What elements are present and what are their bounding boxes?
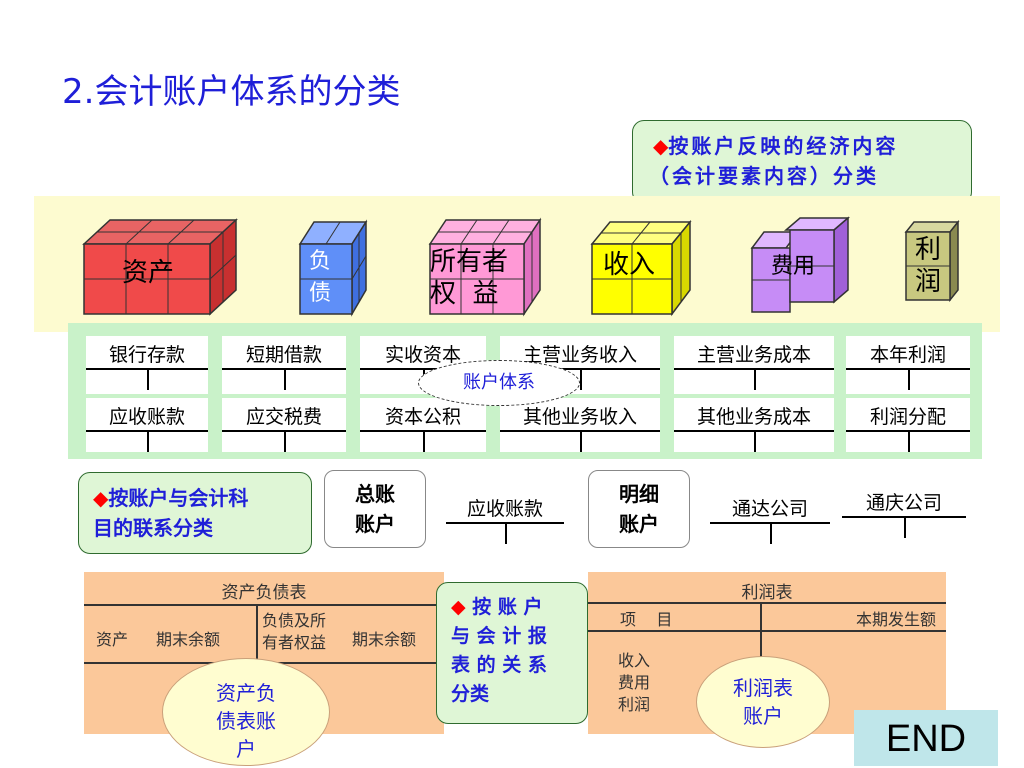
account-label: 利润分配	[869, 406, 946, 428]
account-label: 实收资本	[384, 344, 461, 366]
account-system-ellipse: 账户体系	[418, 360, 580, 406]
end-button[interactable]: END	[854, 710, 998, 766]
t-account-tongda: 通达公司	[710, 490, 830, 544]
liabilities-label-1: 负	[308, 249, 331, 274]
callout-line-4: 分类	[451, 683, 490, 705]
callout-line-1: 按账户反映的经济内容	[668, 134, 899, 158]
is-ellipse-line-1: 利润表	[733, 676, 793, 700]
revenue-label: 收入	[602, 250, 655, 280]
liabilities-label-2: 债	[308, 281, 331, 306]
balance-sheet-title: 资产负债表	[221, 583, 307, 603]
general-ledger-box: 总账 账户	[324, 470, 426, 548]
is-ellipse-line-2: 账户	[743, 704, 783, 728]
balance-sheet-accounts-ellipse: 资产负 债表账 户	[162, 658, 330, 766]
page-title: 2.会计账户体系的分类	[62, 72, 401, 112]
is-col-item: 项 目	[620, 610, 673, 629]
liabilities-label: 负 债	[300, 246, 340, 310]
equity-cube	[428, 217, 542, 317]
bs-ellipse-line-3: 户	[236, 737, 256, 761]
subsidiary-ledger-box: 明细 账户	[588, 470, 690, 548]
is-col-amount: 本期发生额	[855, 610, 936, 629]
income-statement-accounts-ellipse: 利润表 账户	[696, 656, 830, 748]
expense-label: 费用	[770, 254, 815, 279]
liabilities-cube	[298, 219, 368, 317]
accounting-elements-cubes	[82, 216, 960, 317]
callout-report-relation: ◆ 按 账 户 与 会 计 报 表 的 关 系 分类	[436, 582, 588, 724]
callout-economic-content: ◆按账户反映的经济内容 （会计要素内容）分类	[632, 120, 972, 204]
t-account: 利润分配	[846, 398, 970, 452]
general-ledger-line-1: 总账	[355, 482, 395, 506]
account-label: 其他业务成本	[696, 406, 811, 428]
t-account: 应收账款	[86, 398, 208, 452]
t-account: 短期借款	[222, 336, 346, 394]
account-label: 短期借款	[245, 344, 322, 366]
t-account: 资本公积	[360, 398, 486, 452]
general-ledger-line-2: 账户	[355, 512, 395, 536]
expense-cube	[750, 216, 851, 313]
account-label: 其他业务收入	[522, 406, 637, 428]
bs-ellipse-line-2: 债表账	[216, 709, 276, 733]
t-account: 主营业务成本	[674, 336, 834, 394]
income-statement: 利润表 项 目 本期发生额 收入 费用 利润	[588, 572, 946, 734]
bs-ellipse-line-1: 资产负	[216, 681, 276, 705]
callout-line-2: 目的联系分类	[93, 516, 213, 540]
bs-col-end-balance: 期末余额	[156, 630, 221, 649]
callout-line-2: 与 会 计 报	[451, 625, 547, 647]
profit-label-1: 利	[914, 235, 941, 265]
t-account-receivable: 应收账款	[446, 490, 564, 544]
callout-line-3: 表 的 关 系	[451, 654, 547, 676]
equity-label: 所有者 权 益	[430, 246, 524, 310]
bs-col-liab-equity: 负债及所 有者权益	[262, 610, 326, 654]
account-label: 应交税费	[245, 406, 322, 428]
bs-col-end-balance-2: 期末余额	[352, 630, 417, 649]
account-label: 本年利润	[869, 344, 946, 366]
t-account: 应交税费	[222, 398, 346, 452]
account-label: 银行存款	[108, 344, 185, 366]
t-account: 银行存款	[86, 336, 208, 394]
bs-col-assets: 资产	[96, 630, 129, 649]
account-label: 主营业务成本	[696, 344, 811, 366]
is-row-expense: 费用	[618, 673, 651, 692]
revenue-cube	[590, 219, 692, 317]
assets-cube	[82, 218, 238, 316]
assets-label: 资产	[121, 258, 174, 288]
account-label: 主营业务收入	[522, 344, 637, 366]
callout-line-1: 按账户与会计科	[108, 486, 249, 510]
diamond-icon: ◆	[93, 486, 109, 510]
is-row-revenue: 收入	[618, 651, 651, 670]
callout-line-2: （会计要素内容）分类	[649, 164, 879, 188]
equity-label-2: 权 益	[430, 279, 499, 309]
profit-cube	[904, 219, 960, 303]
callout-line-1: 按 账 户	[472, 596, 543, 618]
t-account: 本年利润	[846, 336, 970, 394]
profit-label: 利 润	[906, 234, 950, 298]
profit-label-2: 润	[914, 267, 941, 297]
subsidiary-ledger-line-2: 账户	[619, 512, 659, 536]
is-rows: 收入 费用 利润	[618, 650, 650, 716]
t-account-tongqing: 通庆公司	[842, 484, 966, 538]
diamond-icon: ◆	[653, 134, 669, 158]
account-label: 通庆公司	[865, 492, 942, 514]
equity-label-1: 所有者	[430, 247, 509, 277]
account-label: 资本公积	[384, 406, 461, 428]
t-account: 其他业务成本	[674, 398, 834, 452]
t-account: 其他业务收入	[500, 398, 660, 452]
is-title: 利润表	[741, 583, 793, 603]
callout-subject-relation: ◆按账户与会计科 目的联系分类	[78, 472, 312, 554]
diamond-icon: ◆	[451, 596, 466, 618]
account-label: 应收账款	[466, 498, 543, 520]
subsidiary-ledger-line-1: 明细	[619, 482, 659, 506]
is-row-profit: 利润	[618, 695, 651, 714]
account-label: 通达公司	[731, 498, 808, 520]
bs-col-liab-line-1: 负债及所	[262, 611, 327, 630]
account-label: 应收账款	[108, 406, 185, 428]
bs-col-liab-line-2: 有者权益	[262, 633, 327, 652]
